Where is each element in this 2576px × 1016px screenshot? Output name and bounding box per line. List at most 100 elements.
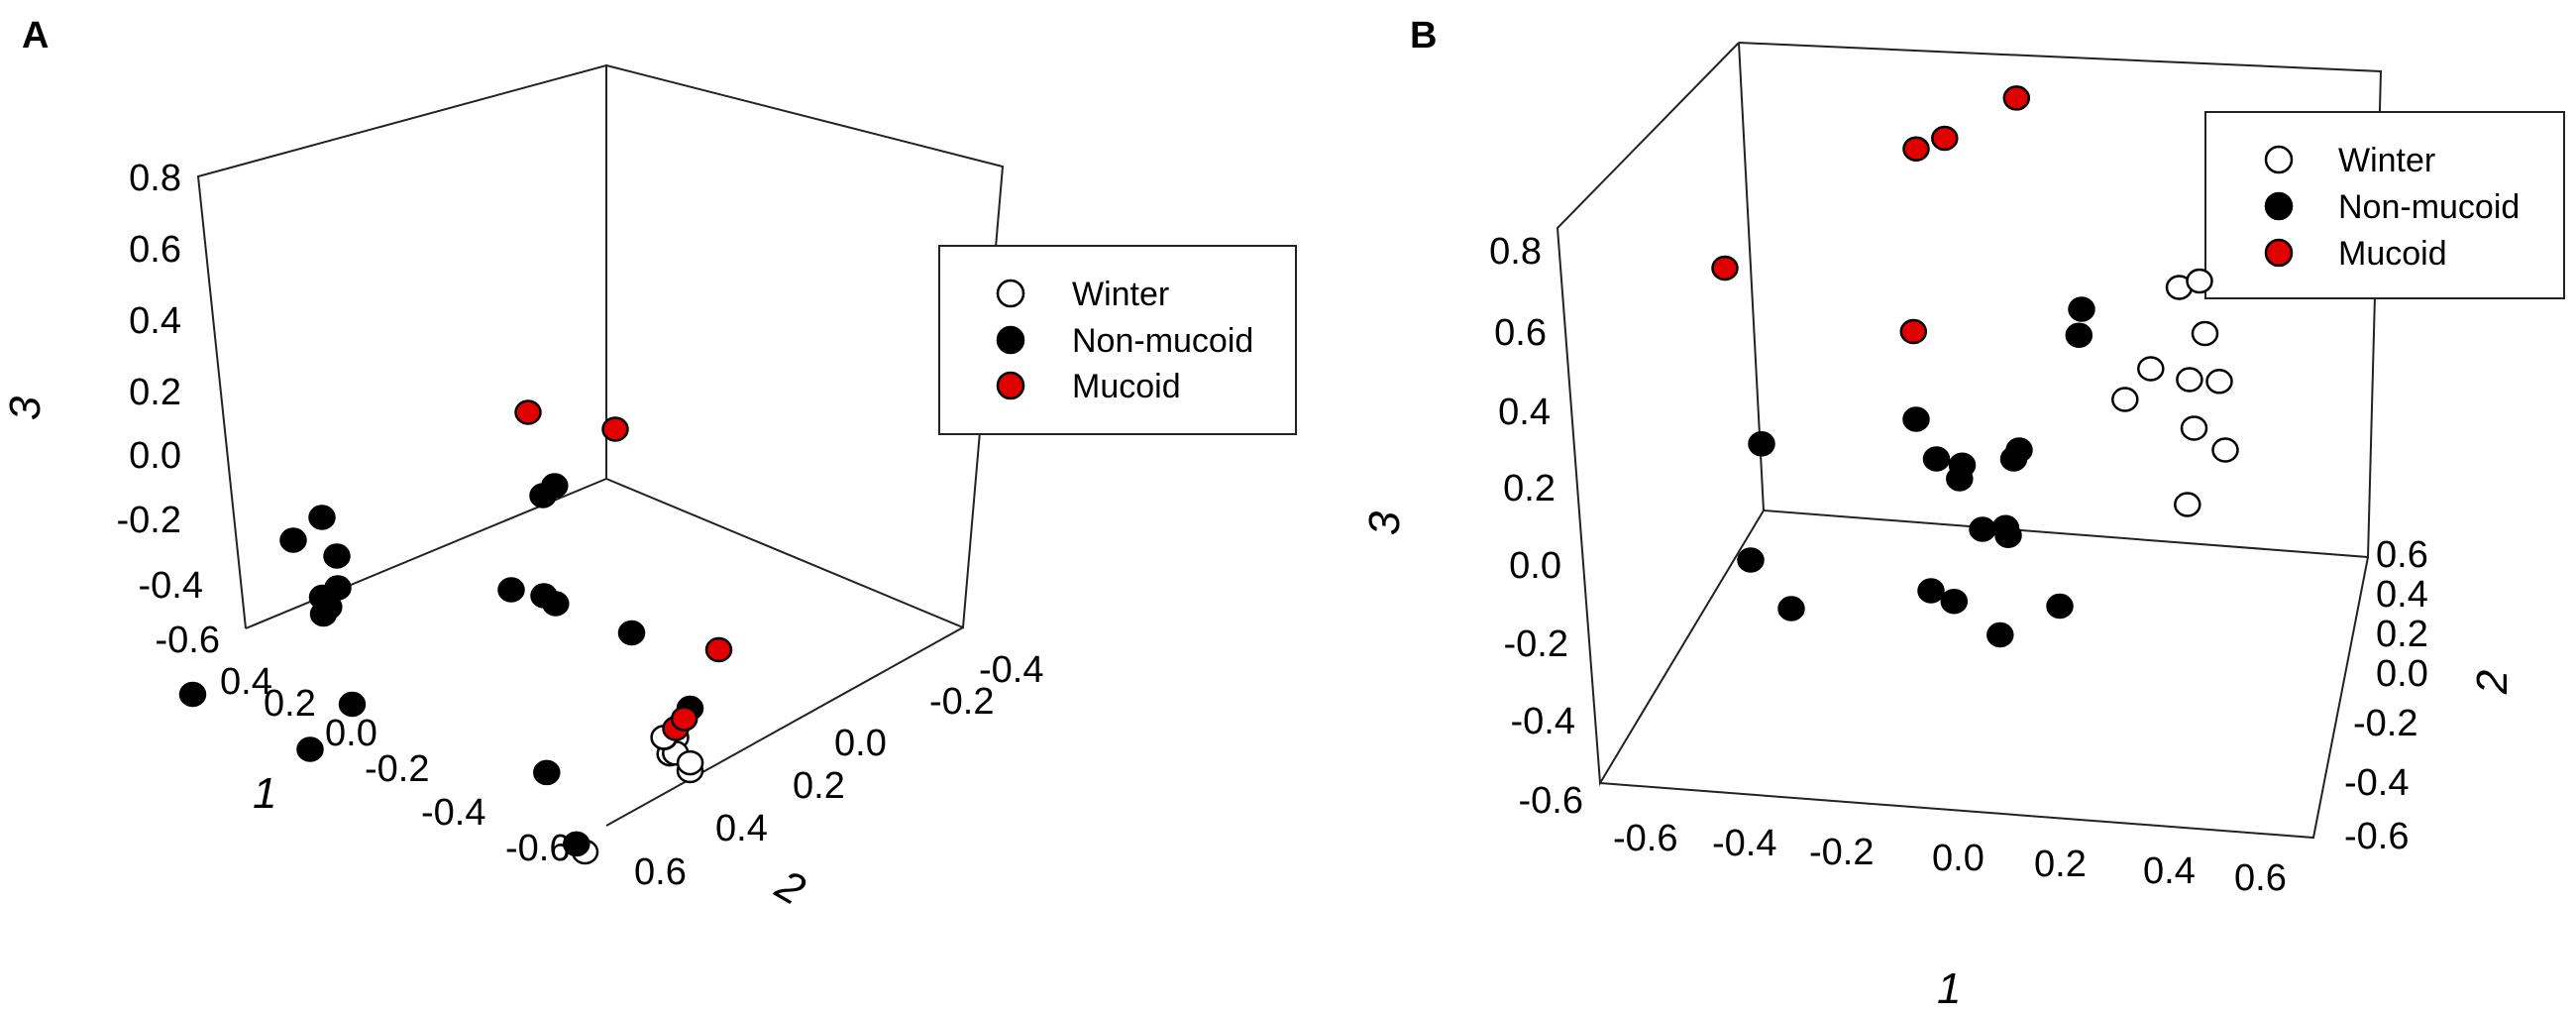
x-axis-label-a: 1 [253, 769, 276, 818]
point-non-mucoid [308, 505, 336, 530]
x-axis-ticks-a: 0.4 0.2 0.0 -0.2 -0.4 -0.6 [220, 661, 570, 869]
y-tick: 0.4 [2376, 574, 2428, 616]
x-tick: 0.0 [325, 713, 377, 754]
point-non-mucoid [1994, 522, 2022, 548]
panel-a: A 0.8 0.6 0.4 0.2 0.0 -0.2 -0.4 -0.6 3 0… [1, 15, 1297, 915]
x-axis-ticks-b: -0.6 -0.4 -0.2 0.0 0.2 0.4 0.6 [1613, 818, 2287, 899]
point-winter [2111, 387, 2139, 412]
point-non-mucoid [1917, 578, 1945, 604]
point-non-mucoid [533, 759, 561, 786]
y-axis-label-b: 2 [2468, 670, 2517, 695]
point-non-mucoid [178, 681, 207, 708]
point-non-mucoid [1999, 446, 2028, 472]
point-winter [2191, 320, 2219, 347]
point-non-mucoid [1986, 621, 2014, 648]
z-tick: 0.8 [1489, 231, 1542, 273]
point-non-mucoid [1940, 588, 1969, 615]
data-points-a [178, 399, 733, 865]
x-tick: -0.2 [365, 748, 429, 790]
point-non-mucoid [2046, 593, 2074, 620]
legend-label-mucoid: Mucoid [1072, 368, 1181, 405]
point-non-mucoid [323, 543, 351, 569]
x-tick: -0.6 [505, 828, 570, 869]
data-points-b [1711, 85, 2239, 648]
z-tick: -0.4 [139, 565, 203, 607]
legend-b: Winter Non-mucoid Mucoid [2204, 111, 2565, 299]
point-mucoid [1902, 136, 1930, 162]
point-non-mucoid [1737, 547, 1765, 573]
legend-marker-mucoid [2264, 238, 2294, 268]
point-winter [2186, 268, 2213, 294]
legend-marker-winter [2264, 145, 2294, 174]
z-tick: -0.6 [1519, 780, 1583, 822]
y-tick: -0.6 [2344, 816, 2409, 857]
point-non-mucoid [563, 831, 590, 857]
point-non-mucoid [309, 601, 338, 627]
panel-b: B 0.8 0.6 0.4 0.2 0.0 -0.2 -0.4 -0.6 3 -… [1360, 15, 2565, 1013]
x-tick: 0.6 [2234, 857, 2287, 899]
y-axis-ticks-a: -0.4 -0.2 0.0 0.2 0.4 0.6 [634, 649, 1043, 893]
y-axis-ticks-b: 0.6 0.4 0.2 0.0 -0.2 -0.4 -0.6 [2344, 534, 2428, 857]
z-tick: 0.2 [1503, 468, 1556, 509]
y-tick: -0.2 [2353, 703, 2417, 744]
point-non-mucoid [497, 577, 525, 603]
z-tick: 0.4 [1498, 392, 1551, 433]
y-tick: 0.6 [634, 851, 687, 893]
point-winter [2205, 369, 2233, 395]
point-non-mucoid [338, 691, 367, 718]
point-non-mucoid [1902, 406, 1930, 432]
point-mucoid [704, 636, 733, 663]
y-tick: -0.4 [2344, 762, 2409, 804]
point-non-mucoid [542, 591, 570, 617]
x-tick: 0.4 [2143, 850, 2196, 892]
point-non-mucoid [1922, 446, 1951, 472]
point-winter [2211, 437, 2239, 463]
y-tick: 0.0 [834, 723, 887, 764]
x-tick: -0.4 [1712, 823, 1776, 864]
y-tick: 0.4 [715, 808, 768, 849]
panel-label-b: B [1410, 15, 1437, 56]
x-tick: 0.0 [1932, 838, 1985, 879]
x-axis-label-b: 1 [1937, 964, 1961, 1013]
legend-label-mucoid: Mucoid [2338, 235, 2447, 273]
z-tick: 0.6 [1494, 312, 1547, 354]
legend-marker-mucoid [996, 371, 1025, 400]
box-floor [1599, 556, 2369, 840]
z-tick: 0.0 [1509, 545, 1561, 587]
point-non-mucoid [2068, 296, 2095, 322]
point-non-mucoid [1946, 466, 1974, 492]
point-non-mucoid [2065, 322, 2093, 348]
z-tick: -0.4 [1511, 701, 1575, 742]
y-tick: -0.2 [929, 681, 994, 723]
z-axis-ticks-a: 0.8 0.6 0.4 0.2 0.0 -0.2 -0.4 -0.6 [117, 158, 220, 661]
x-tick: -0.4 [421, 792, 485, 834]
z-axis-ticks-b: 0.8 0.6 0.4 0.2 0.0 -0.2 -0.4 -0.6 [1489, 231, 1583, 822]
point-winter [2137, 356, 2165, 382]
point-winter [2176, 367, 2203, 393]
point-non-mucoid [279, 527, 307, 553]
point-mucoid [1931, 125, 1959, 152]
y-tick: -0.4 [979, 649, 1043, 691]
box-left-wall [1556, 42, 1765, 787]
z-tick: 0.8 [129, 158, 181, 199]
z-tick: -0.2 [1504, 623, 1568, 665]
z-tick: -0.6 [156, 620, 220, 661]
panel-label-a: A [22, 15, 49, 56]
z-tick: 0.4 [129, 300, 181, 342]
point-winter [2174, 492, 2201, 517]
point-mucoid [601, 416, 629, 442]
point-mucoid [670, 706, 698, 732]
point-mucoid [2002, 85, 2031, 111]
point-non-mucoid [617, 620, 646, 646]
legend-marker-winter [996, 279, 1025, 308]
point-non-mucoid [1777, 596, 1805, 621]
point-non-mucoid [541, 473, 569, 499]
legend-label-non-mucoid: Non-mucoid [1072, 322, 1253, 360]
z-tick: -0.2 [117, 500, 181, 541]
y-tick: 0.6 [2376, 534, 2428, 576]
x-tick: -0.2 [1809, 832, 1874, 873]
y-tick: 0.0 [2376, 653, 2428, 695]
legend-a: Winter Non-mucoid Mucoid [938, 245, 1297, 435]
z-tick: 0.2 [129, 372, 181, 413]
